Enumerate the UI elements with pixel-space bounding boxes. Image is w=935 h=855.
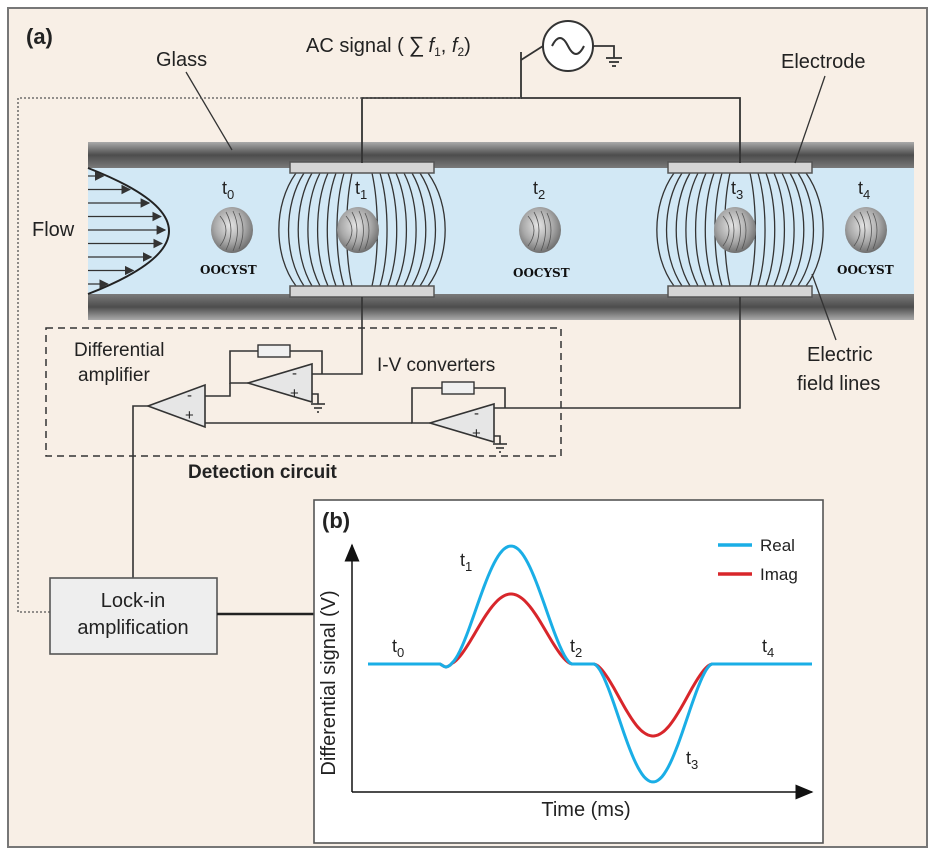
flow-arrows — [88, 171, 167, 289]
field-line — [656, 172, 675, 287]
field-line — [387, 172, 398, 287]
ac-ground-icon — [593, 45, 622, 67]
glass-bottom-wall — [88, 294, 914, 320]
oocyst-t2 — [519, 207, 561, 253]
field-line — [419, 172, 437, 287]
electrode-top-right — [667, 161, 813, 174]
field-line — [403, 172, 417, 287]
field-line — [773, 172, 785, 287]
oocyst-label-1: OOCYST — [200, 263, 257, 277]
field-line — [307, 172, 321, 287]
chart-label-t1: t1 — [460, 550, 472, 574]
svg-text:-: - — [292, 365, 297, 382]
chart-label-t2: t2 — [570, 636, 582, 660]
chart-label-t4: t4 — [762, 636, 774, 660]
field-line — [685, 172, 699, 287]
time-label-t1: t1 — [355, 178, 367, 202]
field-line — [287, 172, 305, 287]
flow-label: Flow — [32, 219, 75, 241]
detection-circuit-box — [45, 327, 562, 457]
oocyst-t4 — [845, 207, 887, 253]
panel-a-label: (a) — [26, 24, 53, 49]
flow-profile — [87, 167, 170, 295]
y-axis-label: Differential signal (V) — [318, 590, 340, 775]
field-line — [297, 172, 313, 287]
field-line — [395, 172, 407, 287]
oocyst-label-3: OOCYST — [837, 263, 894, 277]
time-label-t4: t4 — [858, 178, 870, 202]
lock-in-label-line2: amplification — [77, 617, 188, 639]
lock-in-label-line1: Lock-in — [101, 590, 165, 612]
field-line — [695, 172, 707, 287]
svg-text:-: - — [187, 387, 192, 404]
lock-in-box — [49, 577, 218, 655]
electrode-top-left — [289, 161, 435, 174]
electrode-bottom-left — [289, 285, 435, 298]
field-line — [675, 172, 691, 287]
svg-text:-: - — [474, 405, 479, 422]
electrode-label: Electrode — [781, 51, 866, 73]
electric-field-label-line2: field lines — [797, 373, 880, 395]
time-label-t3: t3 — [731, 178, 743, 202]
reference-line — [17, 97, 521, 613]
panel-b-frame — [313, 499, 824, 844]
real-signal-curve — [368, 544, 812, 784]
svg-text:+: + — [472, 425, 481, 442]
svg-text:+: + — [290, 385, 299, 402]
ground-icons — [311, 403, 507, 453]
field-line — [665, 172, 683, 287]
electrode-pointer — [794, 75, 826, 164]
chart-label-t3: t3 — [686, 748, 698, 772]
field-line — [411, 172, 427, 287]
electric-field-label-line1: Electric — [807, 344, 873, 366]
differential-label-line1: Differential — [74, 340, 164, 361]
legend-imag-label: Imag — [760, 565, 798, 584]
legend-real-label: Real — [760, 536, 795, 555]
field-line — [379, 172, 388, 287]
oocyst-label-2: OOCYST — [513, 266, 570, 280]
field-line — [789, 172, 805, 287]
field-line — [278, 172, 297, 287]
field-line — [757, 172, 766, 287]
panel-b-label: (b) — [322, 508, 350, 533]
time-label-t0: t0 — [222, 178, 234, 202]
field-line — [765, 172, 776, 287]
svg-text:+: + — [185, 407, 194, 424]
detection-circuit-label: Detection circuit — [188, 462, 338, 483]
field-line — [704, 172, 715, 287]
differential-amplifier: - + — [145, 383, 206, 429]
sine-wave-icon — [551, 37, 585, 55]
x-axis-label: Time (ms) — [541, 799, 630, 821]
iv-converter-1: - + — [245, 344, 313, 404]
field-line — [326, 172, 337, 287]
oocyst-t1 — [337, 207, 379, 253]
field-lines-pointer — [811, 273, 837, 341]
iv-converters-label: I-V converters — [377, 355, 495, 376]
oocyst-t0 — [211, 207, 253, 253]
field-line — [797, 172, 815, 287]
chart-label-t0: t0 — [392, 636, 404, 660]
field-line — [427, 172, 446, 287]
iv-converter-2: - + — [427, 381, 495, 444]
time-label-t2: t2 — [533, 178, 545, 202]
ac-lead — [520, 45, 544, 61]
field-line — [781, 172, 795, 287]
electrode-bottom-right — [667, 285, 813, 298]
detection-wiring — [132, 297, 741, 578]
oocyst-t3 — [714, 207, 756, 253]
glass-label: Glass — [156, 49, 207, 71]
differential-label-line2: amplifier — [78, 365, 150, 386]
ac-signal-label: AC signal (∑f1, f2) — [306, 32, 471, 59]
field-line — [317, 172, 329, 287]
glass-pointer — [185, 71, 233, 151]
